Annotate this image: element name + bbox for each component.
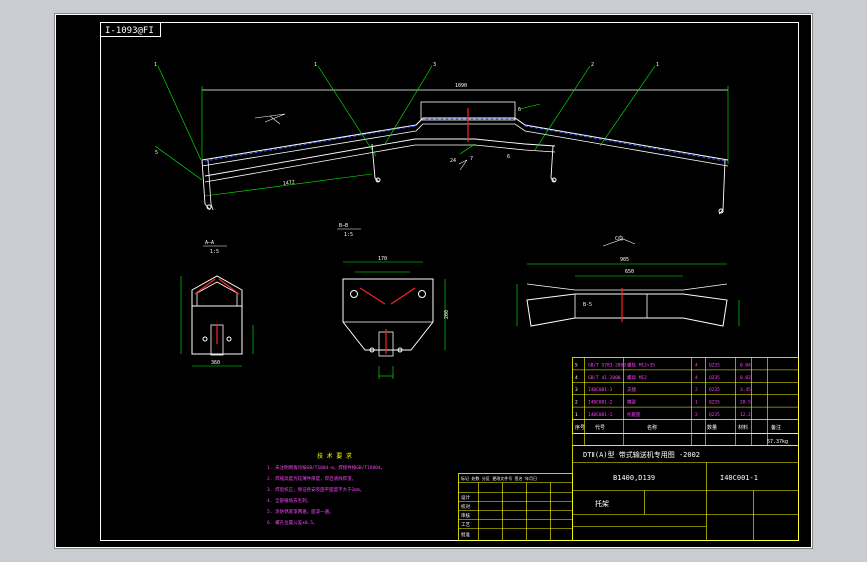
parts-cell-name: 螺母 M12 [627,374,647,381]
note-line: 5. 涂防锈底漆两遍，面漆一遍。 [267,508,334,515]
parts-cell-code: GB/T 5783-2000 [588,362,626,368]
callout-1b: 1 [314,62,317,68]
callout-3: 3 [433,62,436,68]
drawing-sheet: I-1093@FI 1090 [55,14,812,548]
scale-a: 1:5 [210,249,219,255]
callout-24: 24 [450,158,456,164]
rev-row: 审核 [461,512,470,519]
parts-cell-mat: Q235 [709,387,720,393]
parts-cell-qty: 4 [695,375,698,381]
parts-cell-w: 3.45 [740,387,751,393]
section-bb-label: B—B [339,223,348,229]
header-name: 名称 [647,424,657,431]
header-remark: 备注 [771,424,781,431]
dim-left: 360 [211,360,220,366]
parts-cell-w: 0.04 [740,362,751,368]
section-a-view: A—A 1:5 360 [180,240,254,367]
header-no: 序号 [575,424,585,431]
note-line: 4. 全部棱角去毛刺。 [267,497,311,504]
parts-cell-name: 托辊座 [627,411,641,418]
parts-cell-w: 0.02 [740,375,751,381]
inner-border [100,22,799,541]
technical-notes: 技 术 要 求 1. 未注明倒角均按GB/T1804-m。焊接件按GB/T198… [267,452,385,526]
callout-2: 2 [591,62,594,68]
header-code: 代号 [595,424,605,431]
callout-6b: 6 [507,154,510,160]
parts-cell-name: 支腿 [627,386,636,393]
scale-b: 1:5 [344,232,353,238]
main-view: 1090 [154,62,729,215]
rev-row: 校对 [461,503,470,510]
note-line: 1. 未注明倒角均按GB/T1804-m。焊接件按GB/T19804。 [267,464,385,471]
dim-bottom: 1472 [282,179,295,187]
code-box-text: I-1093@FI [105,26,154,36]
drawing-title: DTⅡ(A)型 带式输送机专用图 -2002 [583,450,700,459]
parts-cell-mat: Q235 [709,362,720,368]
parts-cell-no: 2 [575,400,578,406]
dim-top: 1090 [455,83,467,89]
parts-cell-no: 4 [575,375,578,381]
label-b5: B-5 [583,302,592,308]
dim-center-w: 170 [378,256,387,262]
parts-cell-mat: Q235 [709,375,720,381]
parts-cell-w: 12.2 [740,412,751,418]
section-b-view: B—B 1:5 170 200 [337,223,450,379]
revision-table: 标记 处数 分区 更改文件号 签名 年月日 设计 校对 审核 工艺 批准 [458,473,573,541]
dim-right2: 650 [625,269,634,275]
rev-row: 工艺 [461,522,470,528]
rev-row: 设计 [461,494,470,501]
notes-title: 技 术 要 求 [317,452,352,460]
dim-right: 905 [620,257,629,263]
parts-cell-mat: Q235 [709,400,720,406]
rev-row: 批准 [461,531,470,538]
callout-1a: 1 [154,62,157,68]
parts-cell-no: 1 [575,412,578,418]
callout-1c: 1 [656,62,659,68]
parts-cell-qty: 4 [695,362,698,368]
parts-cell-name: 横梁 [627,399,636,406]
header-qty: 数量 [707,424,717,431]
note-line: 2. 焊缝高度为较薄件厚度，焊后清除焊渣。 [267,475,356,482]
parts-cell-no: 5 [575,362,578,368]
callout-5: 5 [155,150,158,156]
outer-border [55,14,812,548]
parts-cell-mat: Q235 [709,412,720,418]
view-c: C向 905 650 B-5 [516,235,740,327]
header-mat: 材料 [738,424,748,431]
section-aa-label: A—A [205,240,214,246]
parts-cell-code: I40C001-3 [588,387,613,393]
callout-7: 7 [470,156,473,162]
code-box [100,22,161,37]
parts-cell-qty: 2 [695,412,698,418]
parts-cell-name: 螺栓 M12×35 [627,361,655,368]
title-block: DTⅡ(A)型 带式输送机专用图 -2002 B1400,D139 I40C00… [572,445,799,541]
callout-6: 6 [518,107,521,113]
code-right: I40C001-1 [720,474,758,482]
parts-cell-code: I40C001-2 [588,400,613,406]
parts-cell-code: I40C001-1 [588,412,613,418]
parts-cell-qty: 1 [695,400,698,406]
parts-cell-w: 28.5 [740,400,751,406]
revision-head: 标记 处数 分区 更改文件号 签名 年月日 [461,475,537,481]
code-main: B1400,D139 [613,474,655,482]
parts-cell-code: GB/T 41-2000 [588,375,621,381]
parts-cell-qty: 2 [695,387,698,393]
weight-value: 57.37kg [767,439,788,445]
parts-cell-no: 3 [575,387,578,393]
parts-header: 序号 代号 名称 数量 材料 备注 57.37kg [572,419,799,446]
view-c-label: C向 [615,235,623,242]
name-cell: 托架 [595,499,609,508]
drawing-canvas: I-1093@FI 1090 [55,14,812,548]
note-line: 6. 螺孔位置公差±0.5。 [267,519,317,526]
dim-center-h: 200 [444,310,450,319]
note-line: 3. 焊后校正，保证各安装面平面度不大于2mm。 [267,486,364,493]
